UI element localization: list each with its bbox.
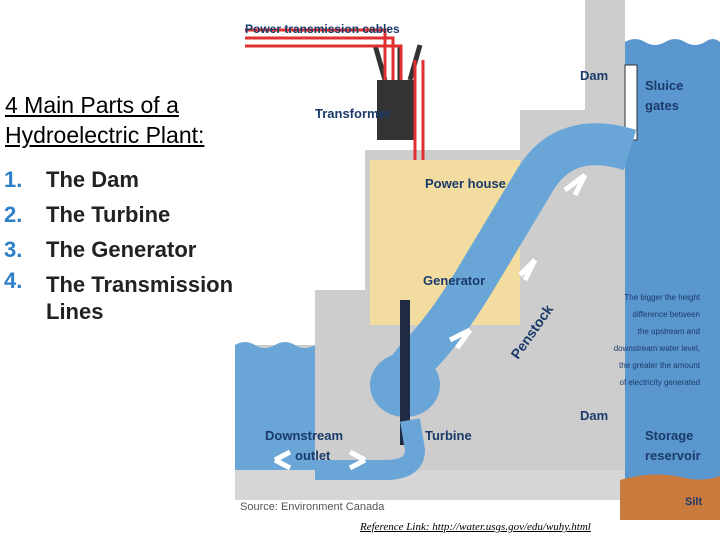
label-gates: gates: [645, 98, 679, 113]
label-source: Source: Environment Canada: [240, 501, 385, 513]
list-label: The Dam: [46, 167, 139, 192]
list-label: The Turbine: [46, 202, 171, 227]
silt: [620, 474, 720, 520]
label-dam-bottom: Dam: [580, 408, 608, 423]
list-number: 1.: [4, 167, 23, 192]
cable: [245, 44, 403, 80]
note-line: downstream water level,: [614, 344, 700, 353]
title-line-1: 4 Main Parts of a: [5, 92, 179, 118]
flow-arrow: [348, 449, 367, 471]
label-transformer: Transformer: [315, 106, 391, 121]
transformer: [377, 80, 415, 140]
list-number: 2.: [4, 202, 23, 227]
penstock: [383, 123, 637, 393]
flow-arrow: [563, 173, 588, 197]
title-line-2: Hydroelectric Plant:: [5, 122, 205, 148]
downstream-water: [235, 342, 315, 470]
note-line: the greater the amount: [619, 361, 701, 370]
label-outlet: outlet: [295, 448, 331, 463]
list-item: 2. The Turbine: [0, 197, 290, 232]
note-line: of electricity generated: [620, 378, 701, 387]
label-turbine: Turbine: [425, 428, 472, 443]
outlet-channel: [315, 418, 426, 480]
list-item: 1. The Dam: [0, 162, 290, 197]
list-number: 3.: [4, 237, 23, 262]
slide-title: 4 Main Parts of a Hydroelectric Plant:: [5, 90, 285, 150]
cable: [245, 36, 395, 80]
list-label: The Transmission Lines: [46, 272, 234, 324]
label-silt: Silt: [685, 496, 702, 508]
label-generator: Generator: [423, 273, 485, 288]
flow-arrow: [273, 449, 292, 471]
generator-shaft: [400, 300, 410, 445]
flow-arrow: [448, 327, 473, 350]
note-line: the upstream and: [638, 327, 700, 336]
list-label: The Generator: [46, 237, 197, 262]
cable: [245, 28, 387, 80]
label-sluice: Sluice: [645, 78, 683, 93]
reservoir-water: [625, 39, 720, 520]
reference-link[interactable]: Reference Link: http://water.usgs.gov/ed…: [360, 521, 591, 533]
label-cables: Power transmission cables: [245, 22, 400, 36]
list-item: 3. The Generator: [0, 232, 290, 267]
label-reservoir: reservoir: [645, 448, 701, 463]
label-downstream: Downstream: [265, 428, 343, 443]
label-power-house: Power house: [425, 176, 506, 191]
flow-arrow: [518, 258, 538, 282]
list-item: 4. The Transmission Lines: [0, 267, 290, 325]
parts-list: 1.The Dam 2.The Turbine 3.The Generator …: [0, 162, 290, 325]
label-storage: Storage: [645, 428, 693, 443]
hydro-diagram: Power transmission cables Transformer Da…: [235, 0, 720, 520]
note-line: The bigger the height: [624, 293, 700, 302]
list-number: 4.: [4, 268, 23, 293]
label-dam-top: Dam: [580, 68, 608, 83]
note-line: difference between: [633, 310, 700, 319]
